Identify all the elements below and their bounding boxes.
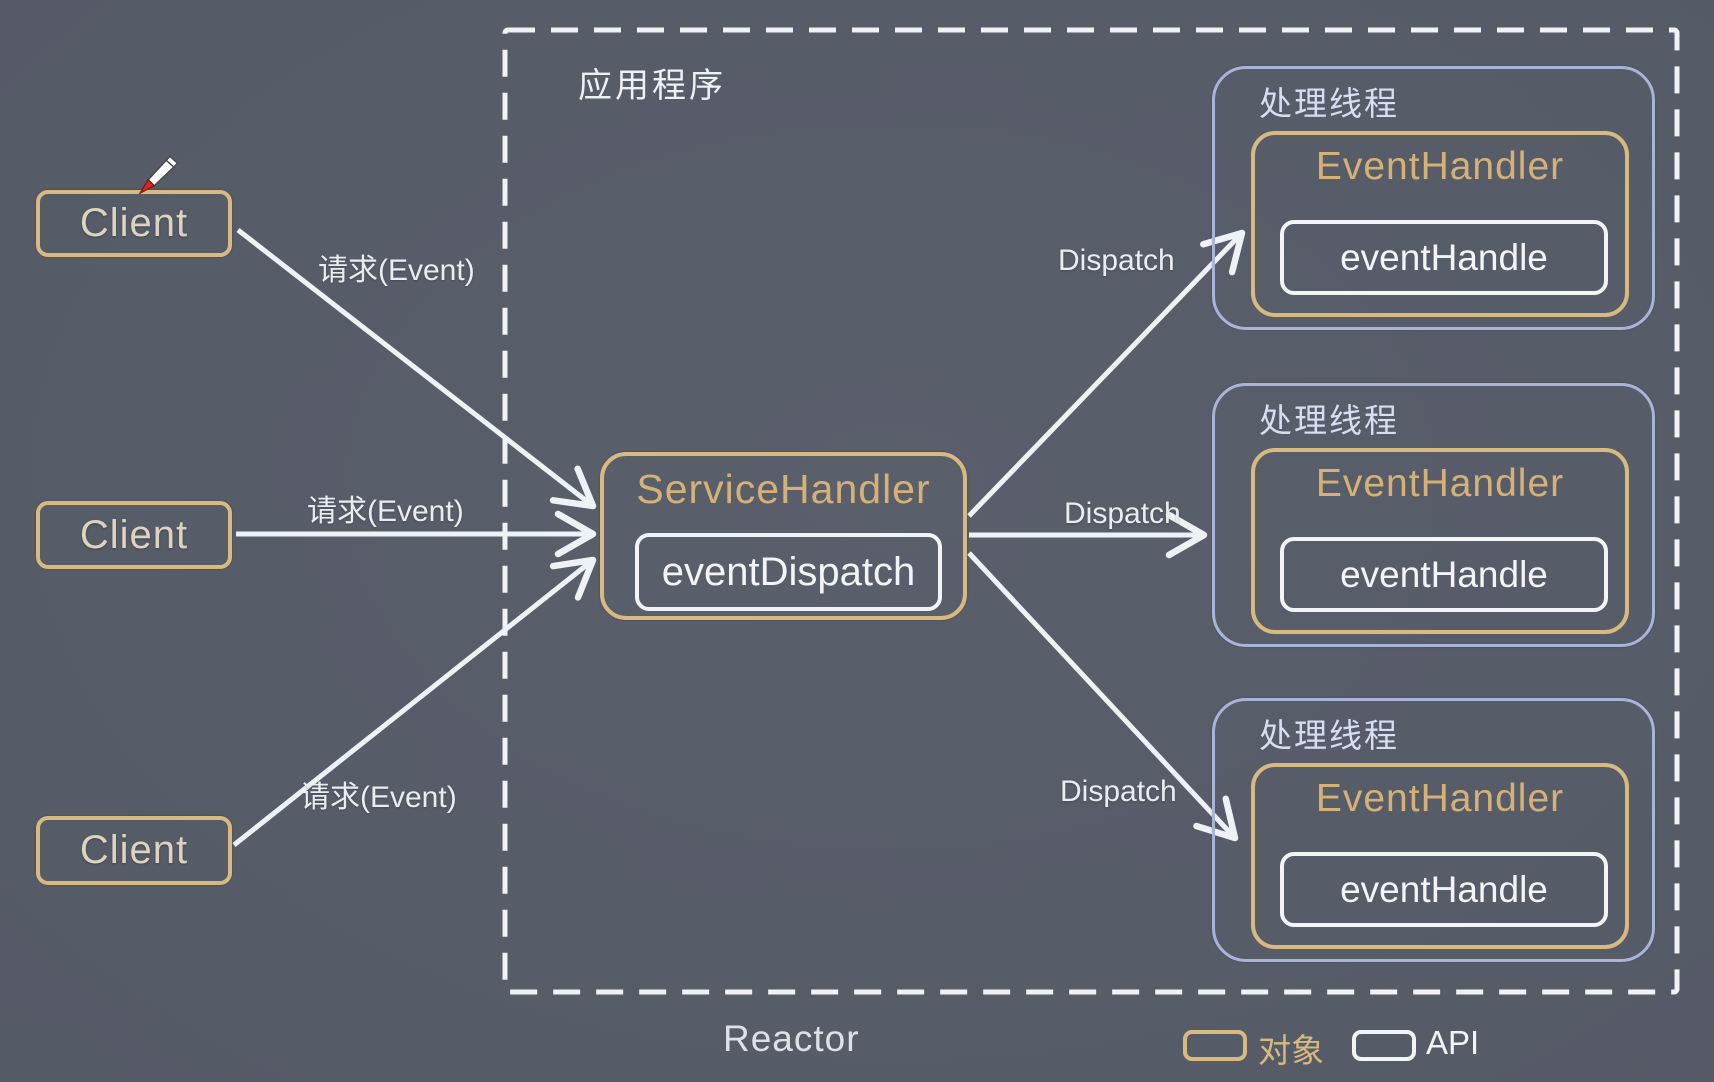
thread-group-2: 处理线程 EventHandler eventHandle	[1212, 383, 1655, 647]
reactor-caption: Reactor	[723, 1018, 860, 1059]
dispatch-arrow-1	[967, 229, 1246, 518]
event-handle-box-1: eventHandle	[1280, 220, 1608, 295]
legend-object-label: 对象	[1258, 1032, 1324, 1069]
event-dispatch-box: eventDispatch	[635, 533, 942, 611]
legend-api-swatch	[1352, 1030, 1416, 1061]
event-dispatch-label: eventDispatch	[661, 549, 916, 594]
client-label-1: Client	[79, 201, 189, 245]
dispatch-label-3: Dispatch	[1060, 775, 1177, 808]
request-label-3: 请求(Event)	[300, 781, 457, 814]
event-handle-label-1: eventHandle	[1340, 236, 1548, 278]
thread-group-3: 处理线程 EventHandler eventHandle	[1212, 698, 1655, 962]
dispatch-label-2: Dispatch	[1064, 497, 1181, 530]
thread-group-1: 处理线程 EventHandler eventHandle	[1212, 66, 1655, 330]
client-box-3: Client	[36, 816, 232, 885]
event-handler-box-1: EventHandler eventHandle	[1251, 131, 1629, 317]
pencil-cursor-icon	[138, 155, 179, 195]
request-arrow-3	[232, 556, 597, 847]
request-arrow-1	[236, 228, 597, 510]
dispatch-label-1: Dispatch	[1058, 244, 1175, 277]
event-handle-box-3: eventHandle	[1280, 852, 1608, 927]
service-handler-box: ServiceHandler eventDispatch	[600, 452, 967, 620]
event-handle-label-2: eventHandle	[1340, 553, 1548, 595]
request-label-1: 请求(Event)	[318, 254, 475, 287]
legend-object-swatch	[1183, 1030, 1247, 1061]
event-handler-box-3: EventHandler eventHandle	[1251, 763, 1629, 949]
legend-api-label: API	[1426, 1024, 1480, 1061]
thread-label-2: 处理线程	[1259, 402, 1399, 439]
client-box-2: Client	[36, 501, 232, 569]
event-handler-title-1: EventHandler	[1315, 145, 1565, 188]
client-label-2: Client	[79, 512, 189, 557]
request-label-2: 请求(Event)	[307, 495, 464, 528]
event-handler-title-2: EventHandler	[1315, 462, 1565, 505]
event-handle-box-2: eventHandle	[1280, 537, 1608, 612]
event-handler-box-2: EventHandler eventHandle	[1251, 448, 1629, 634]
thread-label-3: 处理线程	[1259, 717, 1399, 754]
client-box-1: Client	[36, 190, 232, 257]
application-box-label: 应用程序	[578, 67, 726, 105]
application-dashed-boundary	[502, 27, 1680, 995]
event-handler-title-3: EventHandler	[1315, 777, 1565, 820]
thread-label-1: 处理线程	[1259, 85, 1399, 122]
event-handle-label-3: eventHandle	[1340, 868, 1548, 910]
service-handler-title: ServiceHandler	[636, 466, 931, 512]
client-label-3: Client	[79, 828, 189, 872]
dispatch-arrow-3	[967, 551, 1239, 842]
